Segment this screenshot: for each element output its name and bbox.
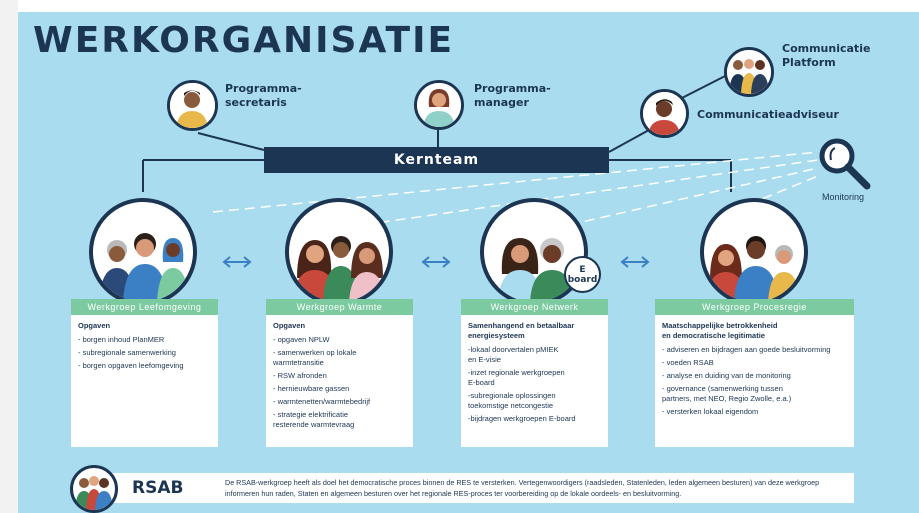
workgroup-header: Werkgroep Netwerk (461, 299, 608, 315)
role-communicatieplatform: Communicatie Platform (782, 42, 871, 69)
list-item: - RSW afronden (273, 371, 327, 380)
group-icon (498, 238, 574, 302)
role-programmasecretaris: Programma- secretaris (225, 82, 302, 109)
group-icon (727, 50, 771, 94)
person-icon (417, 83, 461, 127)
list-item: - hernieuwbare gassen (273, 384, 350, 393)
workgroup-subtitle: Samenhangend en betaalbaar energiesystee… (468, 321, 575, 340)
double-arrow-icon (421, 256, 451, 268)
list-item: -subregionale oplossingen toekomstige ne… (468, 391, 556, 410)
list-item: - samenwerken op lokale warmtetransitie (273, 348, 357, 367)
rsab-avatar (70, 465, 118, 513)
list-item: -bijdragen werkgroepen E-board (468, 414, 576, 423)
workgroup-card-procesregie: Werkgroep Procesregie Maatschappelijke b… (655, 299, 854, 447)
workgroup-netwerk-avatar (480, 198, 588, 306)
eboard-label: E board (567, 265, 598, 285)
list-item: - versterken lokaal eigendom (662, 407, 759, 416)
eboard-badge: E board (564, 256, 601, 293)
list-item: - subregionale samenwerking (78, 348, 176, 357)
list-item: - borgen opgaven leefomgeving (78, 361, 184, 370)
rsab-label: RSAB (132, 478, 184, 498)
list-item: - voeden RSAB (662, 358, 714, 367)
monitoring-label: Monitoring (822, 192, 865, 202)
workgroup-header: Werkgroep Leefomgeving (71, 299, 218, 315)
group-icon (293, 236, 385, 302)
list-item: - warmtenetten/warmtebedrijf (273, 397, 371, 406)
workgroup-header: Werkgroep Procesregie (655, 299, 854, 315)
list-item: - opgaven NPLW (273, 335, 330, 344)
workgroup-subtitle: Opgaven (78, 321, 111, 330)
workgroup-subtitle: Maatschappelijke betrokkenheid en democr… (662, 321, 778, 340)
workgroup-warmte-avatar (285, 198, 393, 306)
workgroup-card-netwerk: Werkgroep Netwerk Samenhangend en betaal… (461, 299, 608, 447)
group-icon (706, 236, 800, 302)
role-communicatieadviseur: Communicatieadviseur (697, 108, 839, 121)
list-item: - strategie elektrificatie resterende wa… (273, 410, 355, 429)
workgroup-card-warmte: Werkgroep Warmte Opgaven - opgaven NPLW … (266, 299, 413, 447)
list-item: - borgen inhoud PlanMER (78, 335, 165, 344)
list-item: -inzet regionale werkgroepen E-board (468, 368, 565, 387)
workgroup-header: Werkgroep Warmte (266, 299, 413, 315)
rsab-bar (106, 473, 854, 503)
role-programmamanager: Programma- manager (474, 82, 551, 109)
list-item: - analyse en duiding van de monitoring (662, 371, 791, 380)
workgroup-procesregie-avatar (700, 198, 808, 306)
double-arrow-icon (620, 256, 650, 268)
left-margin-strip (0, 0, 18, 513)
avatar-communicatieplatform (724, 47, 774, 97)
workgroup-subtitle: Opgaven (273, 321, 306, 330)
kernteam-bar: Kernteam (264, 147, 609, 173)
list-item: -lokaal doorvertalen pMIEK en E-visie (468, 345, 559, 364)
double-arrow-icon (222, 256, 252, 268)
workgroup-leefomgeving-avatar (89, 198, 197, 306)
list-item: - governance (samenwerking tussen partne… (662, 384, 792, 403)
person-icon (643, 92, 686, 135)
avatar-programmasecretaris (167, 80, 218, 131)
page-title: WERKORGANISATIE (33, 20, 455, 61)
infographic: WERKORGANISATIE Programma- secretaris Pr… (18, 12, 919, 513)
avatar-programmamanager (414, 80, 464, 130)
workgroup-card-leefomgeving: Werkgroep Leefomgeving Opgaven - borgen … (71, 299, 218, 447)
group-icon (99, 233, 189, 302)
group-icon (75, 476, 113, 510)
person-icon (170, 83, 215, 128)
avatar-communicatieadviseur (640, 89, 689, 138)
magnifier-icon (819, 138, 871, 190)
rsab-description: De RSAB-werkgroep heeft als doel het dem… (225, 478, 820, 498)
list-item: - adviseren en bijdragen aan goede beslu… (662, 345, 831, 354)
